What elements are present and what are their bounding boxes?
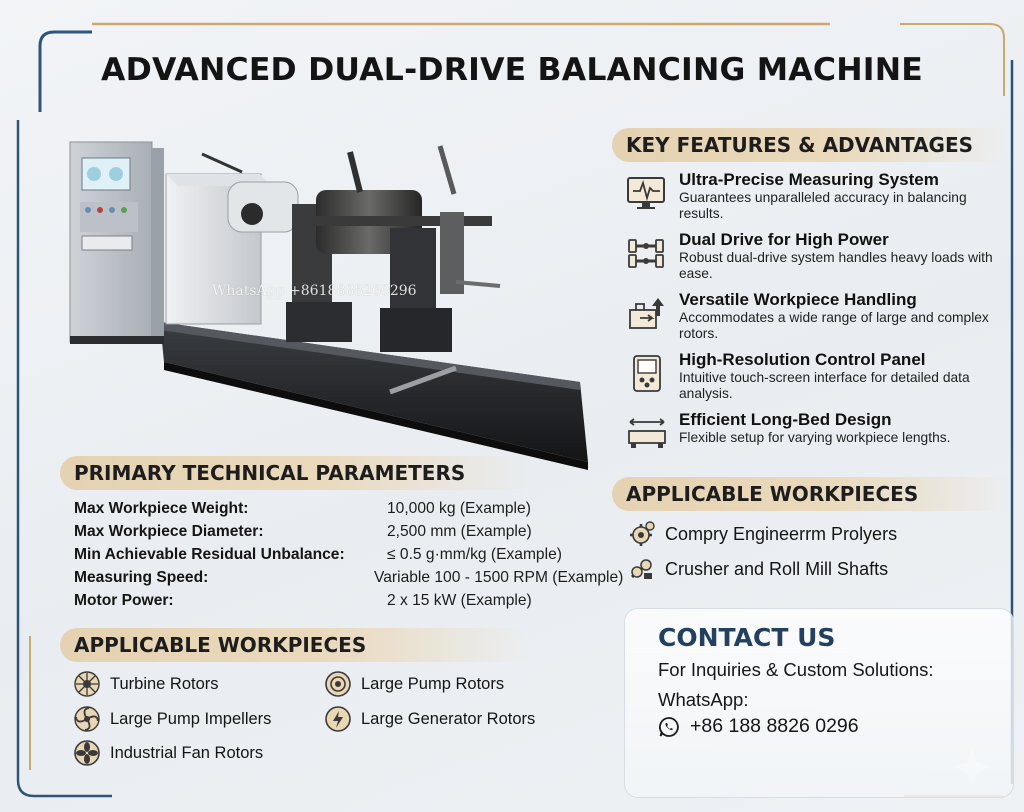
- parameter-row: Min Achievable Residual Unbalance: ≤ 0.5…: [74, 546, 594, 569]
- feature-desc: Guarantees unparalleled accuracy in bala…: [679, 190, 967, 221]
- feature-title: Dual Drive for High Power: [679, 230, 889, 249]
- page-title: ADVANCED DUAL-DRIVE BALANCING MACHINE: [101, 52, 923, 88]
- parameter-label: Measuring Speed:: [74, 569, 209, 586]
- whatsapp-icon: [659, 716, 679, 737]
- applicable-left-label: Industrial Fan Rotors: [110, 743, 264, 762]
- parameter-label: Max Workpiece Weight:: [74, 500, 249, 517]
- dual-drive-shaft-icon: [628, 239, 664, 268]
- parameter-label: Min Achievable Residual Unbalance:: [74, 546, 345, 563]
- feature-title: Ultra-Precise Measuring System: [679, 170, 939, 189]
- feature-title: Efficient Long-Bed Design: [679, 410, 892, 429]
- applicable-left-item: Large Pump Impellers: [73, 705, 271, 733]
- applicable-right-item: Compry Engineerrm Prolyers: [628, 520, 897, 548]
- feature-desc: Flexible setup for varying workpiece len…: [679, 430, 951, 445]
- parameter-value: 10,000 kg (Example): [387, 500, 531, 517]
- feature-desc: Intuitive touch-screen interface for det…: [679, 370, 970, 401]
- impeller-icon: [74, 706, 100, 732]
- contact-panel: CONTACT US For Inquiries & Custom Soluti…: [624, 608, 1014, 798]
- contact-heading: CONTACT US: [658, 623, 836, 652]
- feature-desc: Accommodates a wide range of large and c…: [679, 310, 989, 341]
- workpiece-handling-icon: [629, 298, 664, 329]
- parameter-row: Motor Power: 2 x 15 kW (Example): [74, 592, 594, 615]
- applicable-right-label: Compry Engineerrm Prolyers: [665, 523, 898, 544]
- pump-rotor-icon: [325, 671, 351, 697]
- applicable-right-label: Crusher and Roll Mill Shafts: [665, 558, 889, 579]
- applicable-left-label: Large Pump Rotors: [361, 674, 505, 693]
- monitor-waveform-icon: [627, 177, 665, 209]
- parameter-value: Variable 100 - 1500 RPM (Example): [374, 569, 624, 586]
- applicable-left-item: Turbine Rotors: [73, 670, 219, 698]
- applicable-left-item: Large Generator Rotors: [324, 705, 535, 733]
- applicable-left-label: Large Generator Rotors: [361, 709, 536, 728]
- watermark-text: WhatsApp +8618888260296: [212, 283, 417, 299]
- gear-cog-icon: [630, 521, 655, 546]
- features-heading: KEY FEATURES & ADVANTAGES: [612, 128, 1010, 162]
- parameter-value: ≤ 0.5 g·mm/kg (Example): [387, 546, 562, 563]
- parameter-row: Max Workpiece Diameter: 2,500 mm (Exampl…: [74, 523, 594, 546]
- parameter-value: 2,500 mm (Example): [387, 523, 532, 540]
- contact-phone[interactable]: +86 188 8826 0296: [690, 715, 859, 737]
- parameter-label: Motor Power:: [74, 592, 174, 609]
- long-bed-icon: [628, 418, 666, 448]
- parameter-row: Max Workpiece Weight: 10,000 kg (Example…: [74, 500, 594, 523]
- applicable-left-item: Industrial Fan Rotors: [73, 739, 263, 767]
- contact-inquiries: For Inquiries & Custom Solutions:: [658, 659, 934, 680]
- turbine-rotor-icon: [74, 671, 100, 697]
- feature-title: Versatile Workpiece Handling: [679, 290, 917, 309]
- parameter-value: 2 x 15 kW (Example): [387, 592, 532, 609]
- contact-whatsapp-label: WhatsApp:: [658, 689, 749, 710]
- balancing-machine-image: [69, 141, 588, 470]
- parameter-label: Max Workpiece Diameter:: [74, 523, 264, 540]
- crusher-shaft-icon: [631, 559, 652, 579]
- parameters-heading: PRIMARY TECHNICAL PARAMETERS: [60, 456, 530, 490]
- applicable-left-item: Large Pump Rotors: [324, 670, 504, 698]
- applicable-left-heading: APPLICABLE WORKPIECES: [60, 628, 530, 662]
- generator-rotor-icon: [325, 706, 351, 732]
- applicable-right-item: Crusher and Roll Mill Shafts: [628, 555, 888, 583]
- applicable-left-label: Large Pump Impellers: [110, 709, 272, 728]
- fan-rotor-icon: [74, 740, 100, 766]
- feature-desc: Robust dual-drive system handles heavy l…: [679, 250, 993, 281]
- feature-title: High-Resolution Control Panel: [679, 350, 926, 369]
- applicable-right-heading: APPLICABLE WORKPIECES: [612, 477, 1010, 511]
- control-panel-icon: [633, 355, 661, 392]
- parameter-row: Measuring Speed: Variable 100 - 1500 RPM…: [74, 569, 624, 592]
- applicable-left-label: Turbine Rotors: [110, 674, 219, 693]
- contact-phone-row[interactable]: +86 188 8826 0296: [658, 715, 859, 738]
